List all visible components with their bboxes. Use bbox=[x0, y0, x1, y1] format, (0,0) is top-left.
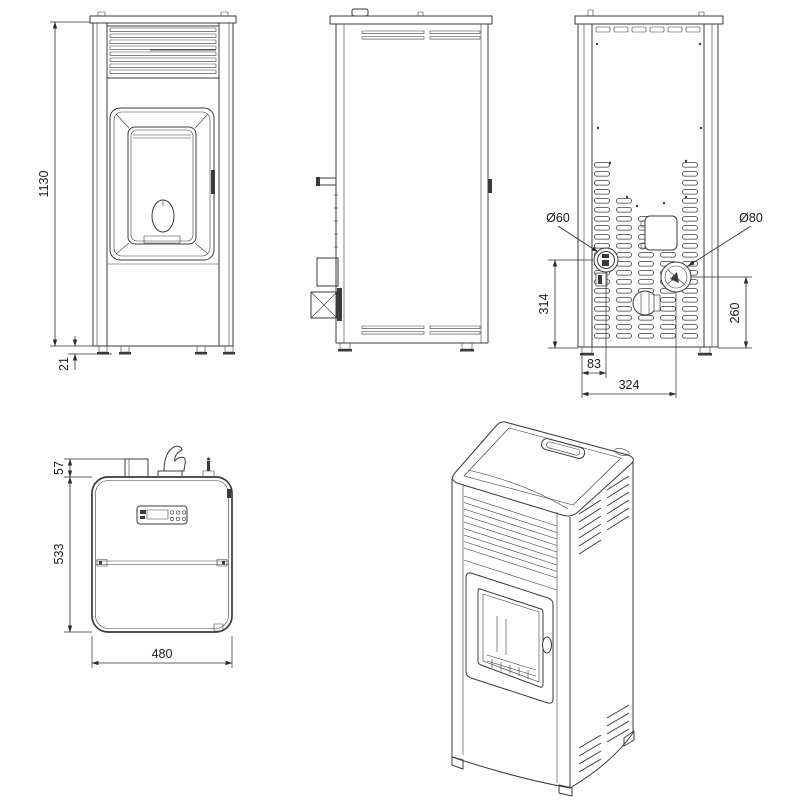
back-dimensions: Ø60 Ø80 314 260 83 324 bbox=[537, 211, 763, 398]
side-top-vents bbox=[361, 30, 481, 40]
back-air-intake-port bbox=[593, 247, 619, 273]
persp-door bbox=[465, 572, 554, 704]
persp-louver-grille bbox=[463, 495, 558, 591]
front-feet bbox=[97, 345, 235, 355]
side-air-intake-pipe bbox=[317, 177, 337, 186]
front-dimensions: 1130 21 bbox=[37, 21, 112, 371]
dim-label-intake-offset: 83 bbox=[587, 357, 601, 371]
persp-side-vents-bottom bbox=[578, 704, 630, 773]
dim-label-intake-height: 314 bbox=[537, 294, 551, 315]
top-body-outline bbox=[91, 476, 233, 633]
top-control-panel bbox=[136, 505, 188, 525]
persp-side-vents-top bbox=[578, 475, 630, 555]
top-door-handle bbox=[157, 445, 186, 478]
control-panel-display bbox=[146, 509, 169, 520]
back-access-plate bbox=[640, 215, 678, 251]
top-flue-pipe bbox=[124, 458, 149, 478]
back-terminal-block bbox=[595, 272, 608, 287]
top-door-latch bbox=[227, 489, 231, 498]
side-junction-box bbox=[316, 257, 339, 287]
back-body bbox=[577, 23, 719, 348]
dim-label-flue-diameter: Ø80 bbox=[739, 211, 763, 225]
side-rear-fittings bbox=[310, 177, 342, 321]
front-door bbox=[109, 107, 215, 261]
dim-label-air-intake-diameter: Ø60 bbox=[546, 211, 570, 225]
top-panel-seam bbox=[96, 559, 228, 567]
front-burnpot-tray bbox=[143, 235, 181, 244]
back-top-plate bbox=[574, 15, 724, 25]
control-panel-buttons bbox=[170, 510, 187, 521]
back-feet bbox=[580, 346, 712, 356]
side-lid-bump bbox=[351, 8, 369, 17]
front-top-plate bbox=[89, 11, 237, 24]
dim-label-front-plinth: 21 bbox=[57, 357, 71, 371]
back-flue-port bbox=[660, 261, 692, 293]
persp-door-handle bbox=[542, 636, 552, 654]
back-view: Ø60 Ø80 314 260 83 324 bbox=[537, 9, 763, 398]
top-dimensions: 57 533 480 bbox=[52, 458, 233, 668]
back-fan-housing bbox=[632, 290, 661, 316]
side-view bbox=[310, 8, 493, 352]
dim-label-flue-offset: 324 bbox=[619, 378, 640, 392]
front-view: 1130 21 bbox=[37, 11, 237, 371]
dim-label-top-depth: 533 bbox=[52, 544, 66, 565]
persp-door-window bbox=[477, 588, 544, 688]
front-louver-grille bbox=[106, 25, 220, 79]
persp-hopper-slot bbox=[541, 438, 586, 459]
perspective-view bbox=[451, 421, 635, 797]
front-door-latch bbox=[211, 170, 215, 194]
dim-label-flue-height: 260 bbox=[728, 303, 742, 324]
top-view: 57 533 480 bbox=[52, 445, 233, 668]
side-body bbox=[335, 23, 489, 344]
persp-top-face bbox=[452, 421, 634, 517]
side-top-plate bbox=[329, 15, 493, 25]
persp-feet bbox=[451, 730, 635, 797]
back-top-vent-row bbox=[595, 26, 701, 33]
side-bottom-vents bbox=[361, 325, 481, 335]
dim-label-top-width: 480 bbox=[152, 647, 173, 661]
side-door-latch bbox=[488, 179, 492, 193]
persp-body-edges bbox=[451, 462, 634, 789]
front-door-handle bbox=[151, 199, 175, 233]
top-antenna bbox=[202, 457, 215, 478]
side-feet bbox=[338, 342, 474, 352]
persp-firebox-details bbox=[486, 616, 537, 679]
front-door-window bbox=[115, 113, 209, 255]
dim-label-top-pipe: 57 bbox=[52, 461, 66, 475]
dim-label-front-height: 1130 bbox=[37, 171, 51, 198]
side-flue-outlet bbox=[310, 288, 342, 321]
